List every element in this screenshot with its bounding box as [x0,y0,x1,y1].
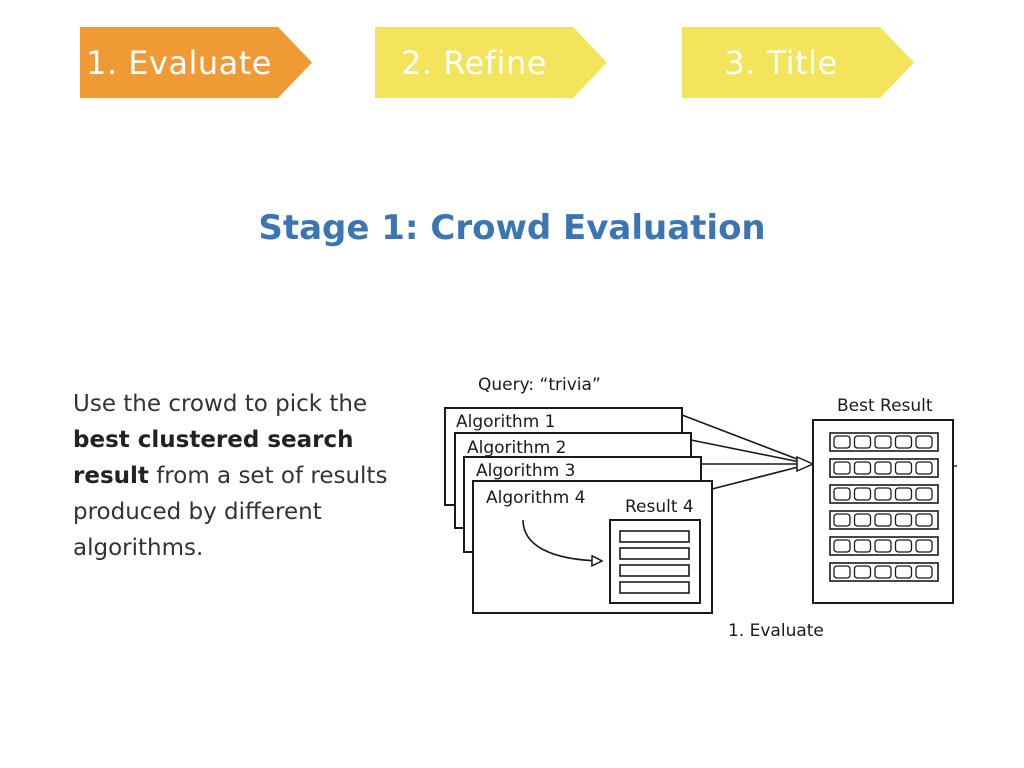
best-result-cell [853,435,872,449]
best-result-cell [853,539,872,553]
best-result-cell [915,435,933,449]
best-result-cell [833,513,851,527]
converging-arrows [681,414,815,490]
best-result-cell [915,487,933,501]
best-result-cell [894,513,913,527]
best-result-cell [894,435,913,449]
description-bold: best clustered search result [73,427,354,489]
algorithm-4-label: Algorithm 4 [486,488,585,508]
result-row [619,581,690,594]
best-result-cell [853,513,872,527]
best-result-label: Best Result [837,396,933,416]
stage-title: Stage 1: Crowd Evaluation [258,208,766,248]
step-evaluate: 1. Evaluate [80,27,312,98]
algorithm-2-label: Algorithm 2 [467,438,566,458]
description-text-1: Use the crowd to pick the [73,391,368,417]
best-result-cell [833,565,851,579]
curved-arrow [522,519,602,561]
best-result-cell [874,461,892,475]
step-refine: 2. Refine [375,27,607,98]
step-refine-label: 2. Refine [401,43,547,82]
step-evaluate-label: 1. Evaluate [86,43,272,82]
best-result-cell [915,513,933,527]
result-row [619,530,690,543]
best-result-cell [894,487,913,501]
best-result-cell [853,487,872,501]
best-result-cell [833,435,851,449]
best-result-cell [874,513,892,527]
algorithm-3-label: Algorithm 3 [476,461,575,481]
best-result-cell [874,435,892,449]
best-result-cell [874,565,892,579]
best-result-cell [853,565,872,579]
best-result-cell [874,539,892,553]
algorithm-card-4: Algorithm 4 Result 4 [472,480,713,614]
result-row [619,547,690,560]
best-result-cell [833,487,851,501]
best-result-cell [915,461,933,475]
query-label: Query: “trivia” [478,375,601,395]
step-title-label: 3. Title [724,43,838,82]
arrow-line [681,414,811,465]
best-result-cell [853,461,872,475]
best-result-cell [894,461,913,475]
arrow-line [711,463,811,490]
diagram-caption: 1. Evaluate [728,621,824,641]
algorithm-1-label: Algorithm 1 [456,412,555,432]
arrow-line [690,439,811,465]
result-4-label: Result 4 [625,497,694,517]
best-result-rows [829,432,939,582]
description: Use the crowd to pick the best clustered… [73,386,403,566]
arrow-head [796,455,815,473]
best-result-cell [894,565,913,579]
best-result-cell [915,539,933,553]
description-text-2: from a set of results produced by differ… [73,463,388,561]
result-row [619,564,690,577]
step-title: 3. Title [682,27,914,98]
best-result-cell [894,539,913,553]
best-result-cell [833,539,851,553]
best-result-cell [833,461,851,475]
best-result-cell [915,565,933,579]
best-result-cell [874,487,892,501]
